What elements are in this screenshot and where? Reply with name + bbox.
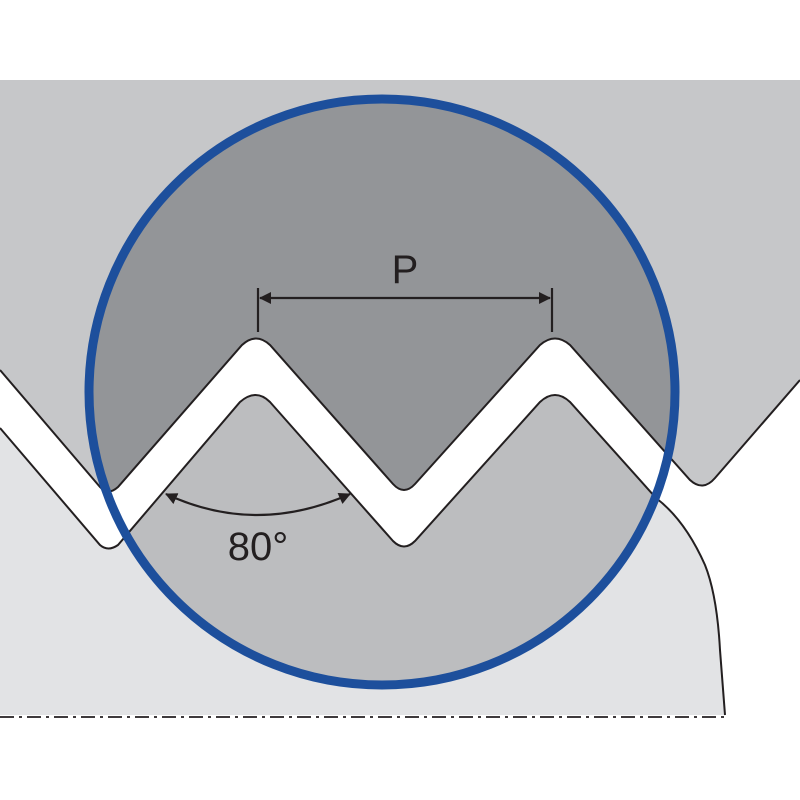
pitch-label: P [392,248,419,292]
lower-thread-outline [0,394,726,716]
upper-thread-outline [0,337,800,493]
angle-arc [165,492,351,517]
magnifier-circle [84,94,680,690]
angle-label: 80° [228,525,289,569]
